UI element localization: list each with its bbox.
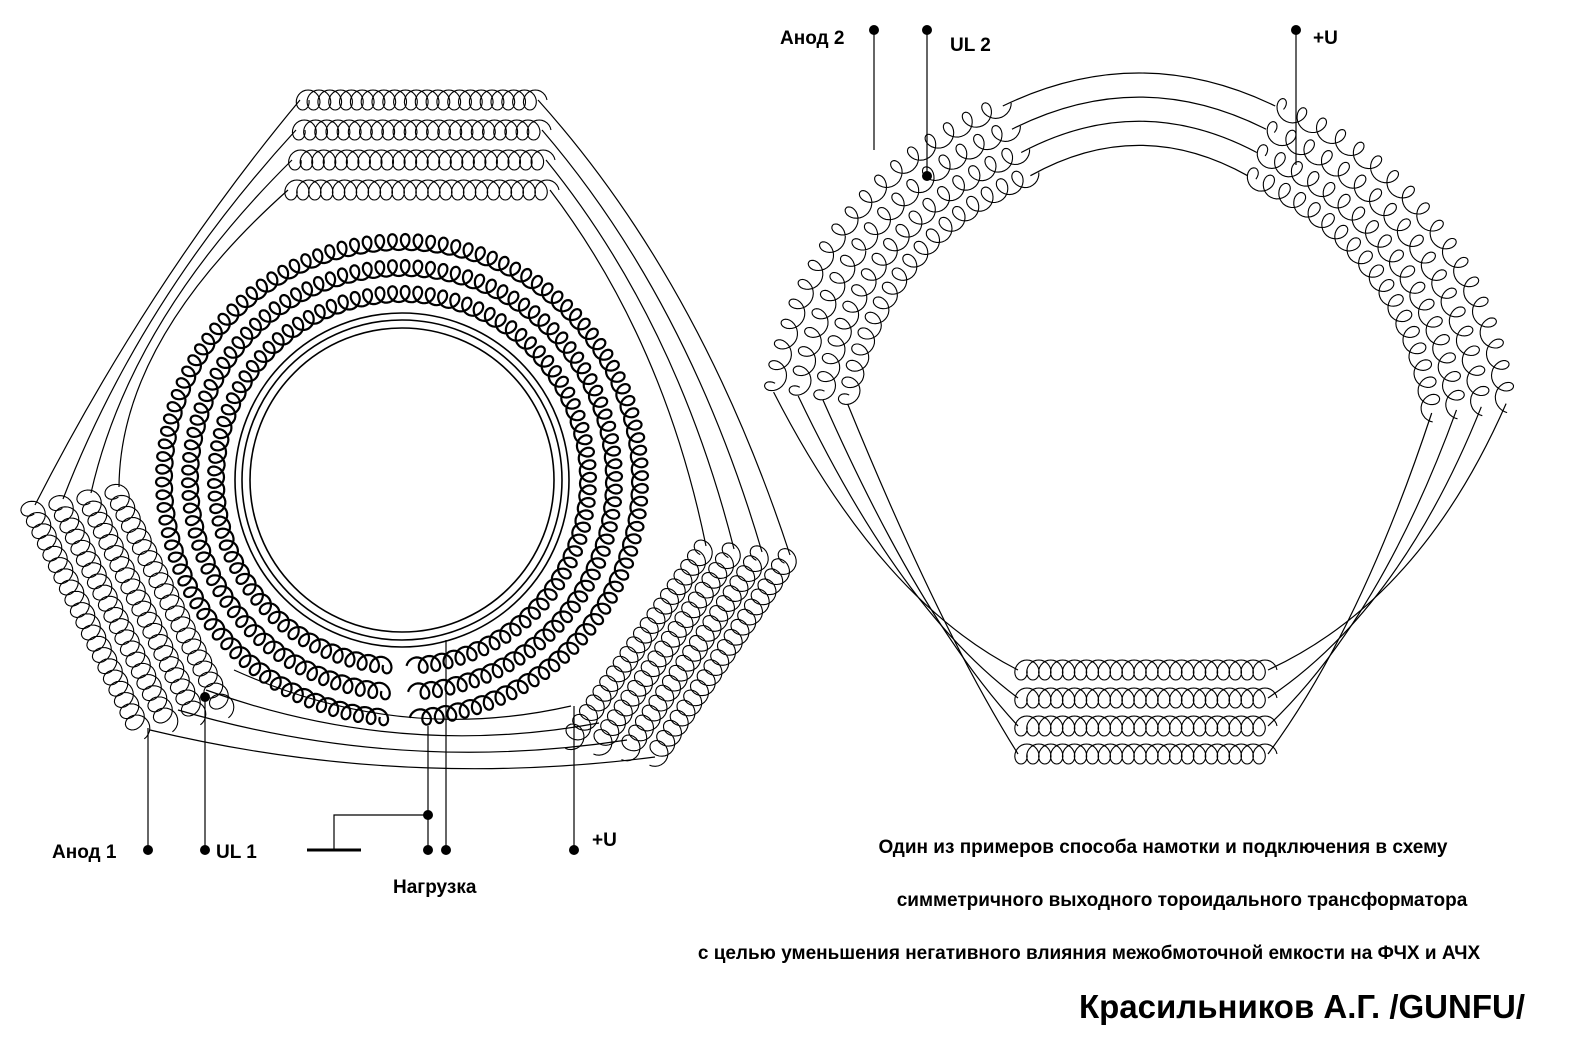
ul2-terminal (922, 25, 932, 35)
left-core-ring-middle (241, 319, 563, 641)
left-wire-top-to-right-2 (541, 129, 763, 553)
top-primary-section-2 (291, 119, 552, 141)
left-core-ring-outer (234, 312, 570, 648)
left-wire-top-to-left-3 (90, 159, 293, 494)
bottom-left-primary-section-2 (48, 495, 179, 733)
right-bottom-primary-section-4 (1014, 743, 1278, 765)
author-signature: Красильников А.Г. /GUNFU/ (1079, 988, 1525, 1025)
anod2-label: Анод 2 (780, 28, 844, 49)
left-wire-top-to-right-1 (537, 99, 791, 556)
ul1-label: UL 1 (216, 842, 257, 863)
right-wire-left-bottom-3 (822, 399, 1019, 727)
right-wire-top-3 (1020, 120, 1258, 154)
left-toroidal-transformer: Анод 1 UL 1 +U Нагрузка (20, 89, 797, 898)
right-right-primary-section-1 (1276, 98, 1515, 414)
load-terminal-b (441, 845, 451, 855)
caption-line-2: симметричного выходного тороидального тр… (897, 890, 1468, 911)
right-wire-right-bottom-1 (1267, 403, 1507, 671)
left-wire-bottom-4 (233, 669, 572, 720)
secondary-coil-layer-1 (206, 284, 598, 675)
secondary-coil-layer-2 (180, 258, 624, 701)
caption-line-3: с целью уменьшения негативного влияния м… (698, 943, 1481, 964)
right-bottom-primary-section-2 (1014, 687, 1278, 709)
bottom-right-primary-section-2 (621, 545, 769, 762)
right-left-primary-section-3 (813, 147, 1031, 401)
anod2-terminal (869, 25, 879, 35)
right-left-primary-section-4 (837, 170, 1040, 405)
left-core-ring-inner (249, 327, 555, 633)
right-wire-top-4 (1030, 144, 1248, 177)
plus-u-left-label: +U (592, 830, 617, 851)
right-connecting-wires (773, 72, 1507, 755)
right-wire-right-bottom-4 (1267, 412, 1433, 755)
load-label: Нагрузка (393, 877, 477, 898)
top-primary-section-4 (284, 179, 560, 201)
ul2-tap (922, 171, 932, 181)
right-right-primary-section-2 (1266, 121, 1490, 417)
left-wire-top-to-left-2 (62, 129, 297, 500)
top-primary-section-1 (295, 89, 548, 111)
anod1-label: Анод 1 (52, 842, 117, 863)
plus-u-right-label: +U (1313, 28, 1338, 49)
left-secondary-winding (154, 232, 650, 727)
right-wire-left-bottom-4 (847, 403, 1019, 755)
ul1-tap (200, 692, 210, 702)
right-wire-right-bottom-2 (1267, 406, 1482, 699)
bottom-left-primary-section-4 (104, 483, 235, 719)
left-primary-winding-sections (20, 89, 797, 767)
left-wire-top-to-right-4 (549, 189, 707, 547)
ul2-label: UL 2 (950, 35, 991, 56)
right-bottom-primary-section-1 (1014, 659, 1278, 681)
right-wire-right-bottom-3 (1267, 409, 1458, 727)
right-right-primary-section-3 (1256, 144, 1465, 420)
left-connecting-wires (34, 99, 791, 770)
bottom-right-primary-section-4 (565, 539, 713, 751)
ul1-terminal (200, 845, 210, 855)
right-left-primary-section-2 (788, 125, 1021, 396)
plus-u-left-terminal (569, 845, 579, 855)
bottom-right-primary-section-1 (649, 548, 797, 767)
right-wire-left-bottom-2 (797, 395, 1019, 699)
right-bottom-primary-section-3 (1014, 715, 1278, 737)
left-wire-bottom-2 (177, 709, 628, 753)
left-wire-bottom-1 (149, 729, 656, 770)
bottom-left-primary-section-1 (20, 500, 151, 740)
left-wire-top-to-left-1 (34, 99, 301, 506)
left-wire-bottom-3 (205, 689, 600, 737)
bottom-left-primary-section-3 (76, 489, 207, 726)
right-primary-winding-sections (764, 98, 1515, 765)
left-wire-top-to-left-4 (118, 189, 289, 488)
caption-line-1: Один из примеров способа намотки и подкл… (878, 837, 1447, 858)
right-wire-left-bottom-1 (773, 391, 1019, 671)
bottom-right-primary-section-3 (593, 542, 741, 756)
ground-wire (333, 814, 428, 850)
left-wire-top-to-right-3 (545, 159, 735, 550)
right-left-primary-section-1 (764, 102, 1012, 392)
right-wire-top-1 (1002, 72, 1276, 107)
load-terminal-a (423, 845, 433, 855)
right-right-primary-section-4 (1246, 167, 1441, 423)
right-wire-top-2 (1011, 96, 1267, 130)
anod1-terminal (143, 845, 153, 855)
plus-u-right-terminal (1291, 25, 1301, 35)
secondary-coil-layer-3 (154, 232, 650, 727)
top-primary-section-3 (288, 149, 556, 171)
right-toroidal-transformer: Анод 2 UL 2 +U (764, 25, 1515, 765)
ground-junction (423, 810, 433, 820)
